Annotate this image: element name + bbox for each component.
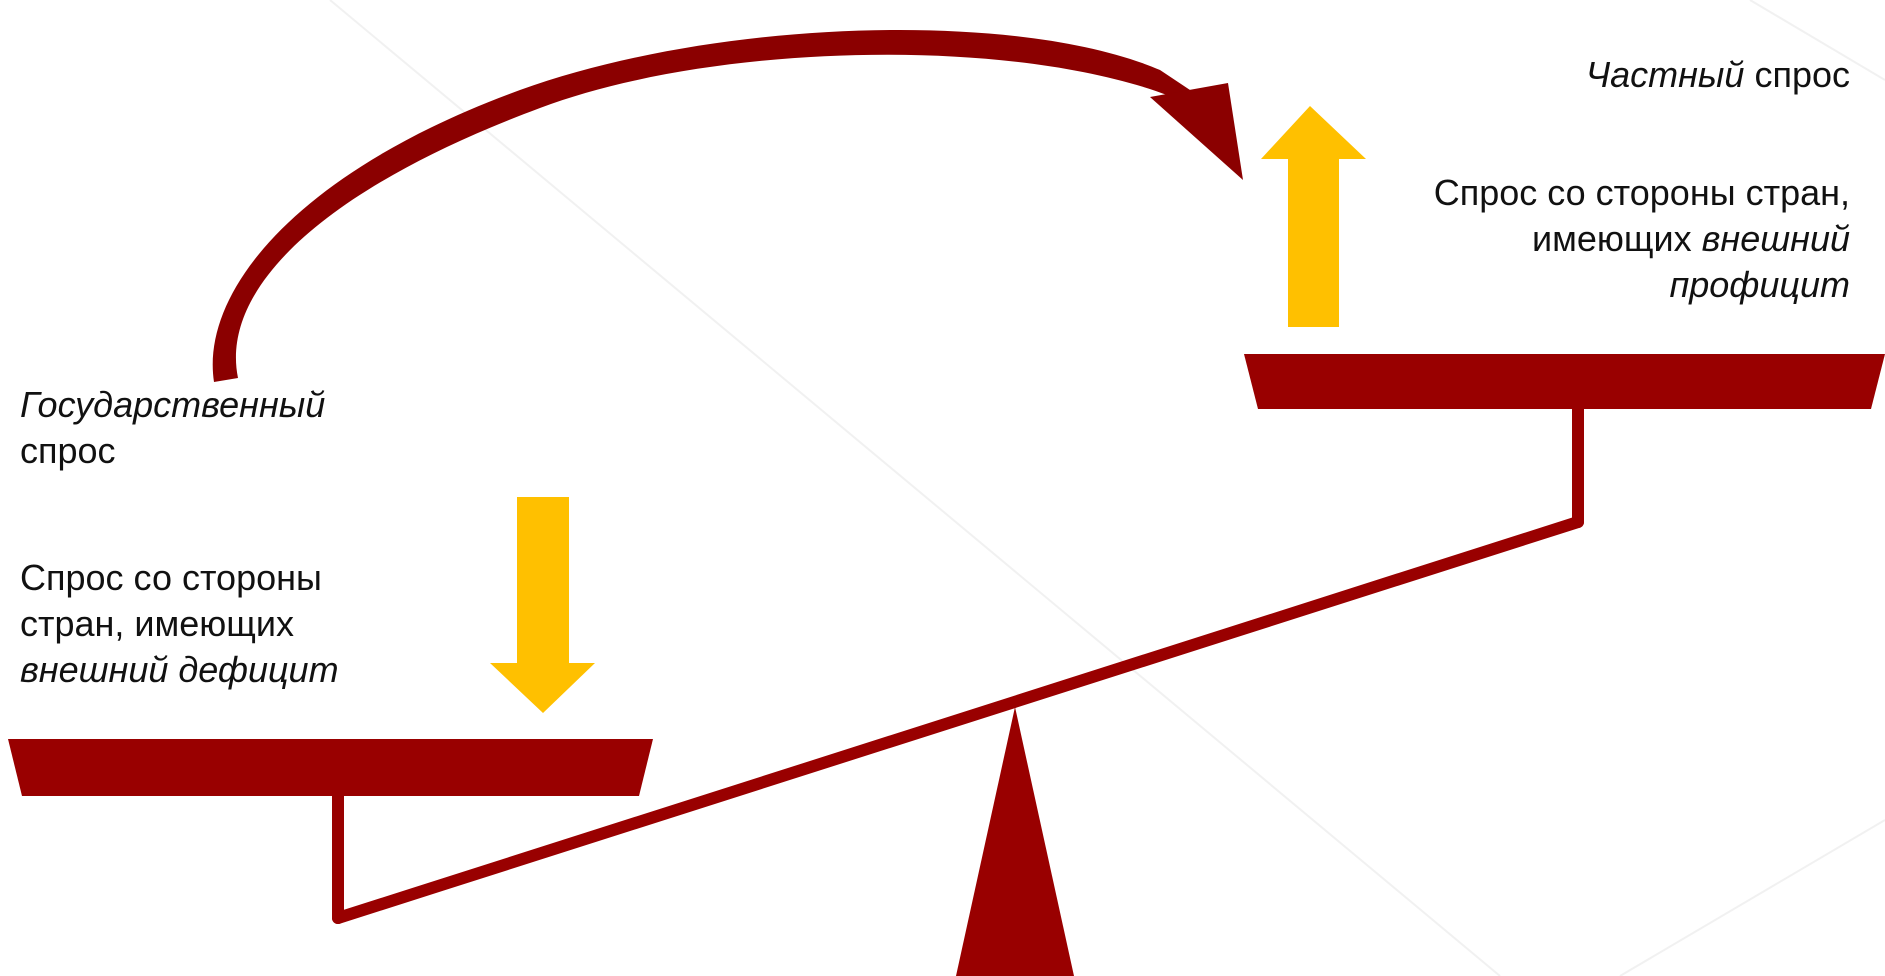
right-scale-pan — [1244, 354, 1885, 409]
surplus-demand-line2: имеющих внешний — [1290, 216, 1850, 262]
private-demand-italic: Частный — [1585, 54, 1745, 95]
surplus-demand-line3-italic: профицит — [1669, 264, 1850, 305]
surplus-demand-line3: профицит — [1290, 262, 1850, 308]
surplus-demand-line2-plain: имеющих — [1532, 218, 1702, 259]
deficit-demand-line3-italic: внешний дефицит — [20, 649, 339, 690]
government-demand-label: Государственный спрос — [20, 382, 440, 474]
deficit-demand-line1: Спрос со стороны — [20, 557, 322, 598]
scale-beam — [332, 516, 1584, 924]
deficit-demand-line3: внешний дефицит — [20, 647, 470, 693]
left-scale-pan — [8, 739, 653, 796]
background-lines — [329, 0, 1885, 976]
deficit-demand-label: Спрос со стороны стран, имеющих внешний … — [20, 555, 470, 693]
fulcrum — [956, 707, 1074, 976]
arrow-up-icon — [1261, 106, 1366, 327]
arrow-down-icon — [490, 497, 595, 713]
deficit-demand-line2: стран, имеющих — [20, 603, 295, 644]
private-demand-label: Частный спрос — [1440, 52, 1850, 98]
surplus-demand-line2-italic: внешний — [1701, 218, 1850, 259]
government-demand-line2: спрос — [20, 430, 116, 471]
private-demand-rest: спрос — [1744, 54, 1850, 95]
surplus-demand-label: Спрос со стороны стран, имеющих внешний … — [1290, 170, 1850, 308]
curved-arrow-head — [1150, 83, 1243, 180]
government-demand-italic: Государственный — [20, 384, 326, 425]
curved-arrow-icon — [212, 29, 1193, 382]
surplus-demand-line1: Спрос со стороны стран, — [1433, 172, 1850, 213]
government-demand-line1: Государственный — [20, 382, 440, 428]
